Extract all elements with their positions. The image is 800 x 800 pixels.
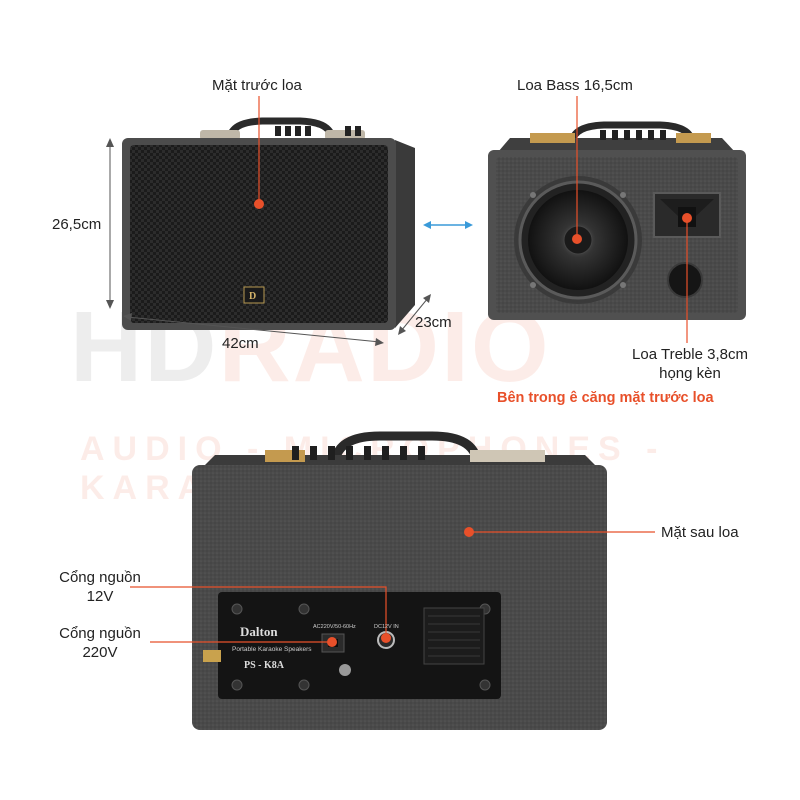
label-treble-line1: Loa Treble 3,8cm: [632, 346, 748, 363]
front-handle: [226, 117, 336, 139]
label-depth: 23cm: [415, 314, 452, 331]
front-top-knobs: [275, 126, 361, 136]
dimension-width: [123, 313, 384, 346]
front-top-plate-left: [200, 130, 240, 140]
panel-brand: Dalton: [240, 624, 278, 639]
bass-callout-dot: [572, 234, 582, 244]
back-top-plate-right: [470, 450, 545, 462]
back-speaker: [192, 431, 607, 730]
back-handle: [330, 431, 482, 463]
label-port220-line2: 220V: [82, 644, 118, 661]
inner-top-knobs: [600, 130, 666, 140]
back-top-knobs: [292, 446, 425, 460]
front-grill: [130, 145, 388, 323]
label-treble-line2: họng kèn: [659, 365, 721, 382]
bass-port: [667, 262, 703, 298]
panel-ac-label: AC220V/50-60Hz: [313, 624, 356, 630]
label-inside-note: Bên trong ê căng mặt trước loa: [497, 390, 714, 406]
label-bass: Loa Bass 16,5cm: [517, 77, 633, 94]
treble-callout-dot: [682, 213, 692, 223]
label-port12-line2: 12V: [86, 588, 114, 605]
front-logo-badge: [243, 286, 265, 304]
front-speaker: D: [122, 117, 415, 330]
label-port220-line1: Cổng nguồn: [59, 625, 141, 642]
gold-label: [203, 650, 221, 662]
view-link-arrow: [423, 221, 473, 229]
label-front: Mặt trước loa: [212, 77, 302, 94]
port12-callout-line: [130, 586, 387, 633]
inner-top-plate-left: [530, 133, 575, 143]
label-port12: Cổng nguồn 12V: [45, 568, 155, 606]
back-panel-screws: [231, 603, 491, 691]
fuse-holder: [339, 664, 351, 676]
info-sticker: [423, 607, 485, 665]
label-back: Mặt sau loa: [661, 524, 739, 541]
inner-speaker: [488, 121, 746, 320]
panel-dc-label: DC12V IN: [374, 624, 399, 630]
panel-subtitle: Portable Karaoke Speakers: [232, 646, 312, 653]
front-side-panel: [395, 140, 415, 328]
port220-callout-dot: [327, 637, 337, 647]
svg-text:D: D: [249, 291, 256, 302]
label-width: 42cm: [222, 335, 259, 352]
panel-model: PS - K8A: [244, 660, 284, 671]
port12-callout-dot: [381, 633, 391, 643]
bass-driver-screws: [530, 192, 626, 288]
info-sticker-lines: [428, 615, 480, 657]
label-height: 26,5cm: [52, 216, 102, 233]
front-callout-dot: [254, 199, 264, 209]
inner-top-plate-right: [676, 133, 711, 143]
label-port220: Cổng nguồn 220V: [45, 624, 155, 662]
label-port12-line1: Cổng nguồn: [59, 569, 141, 586]
back-callout-dot: [464, 527, 474, 537]
label-treble: Loa Treble 3,8cm họng kèn: [610, 345, 770, 383]
dimension-height: [106, 138, 114, 309]
dimension-depth: [398, 294, 431, 335]
